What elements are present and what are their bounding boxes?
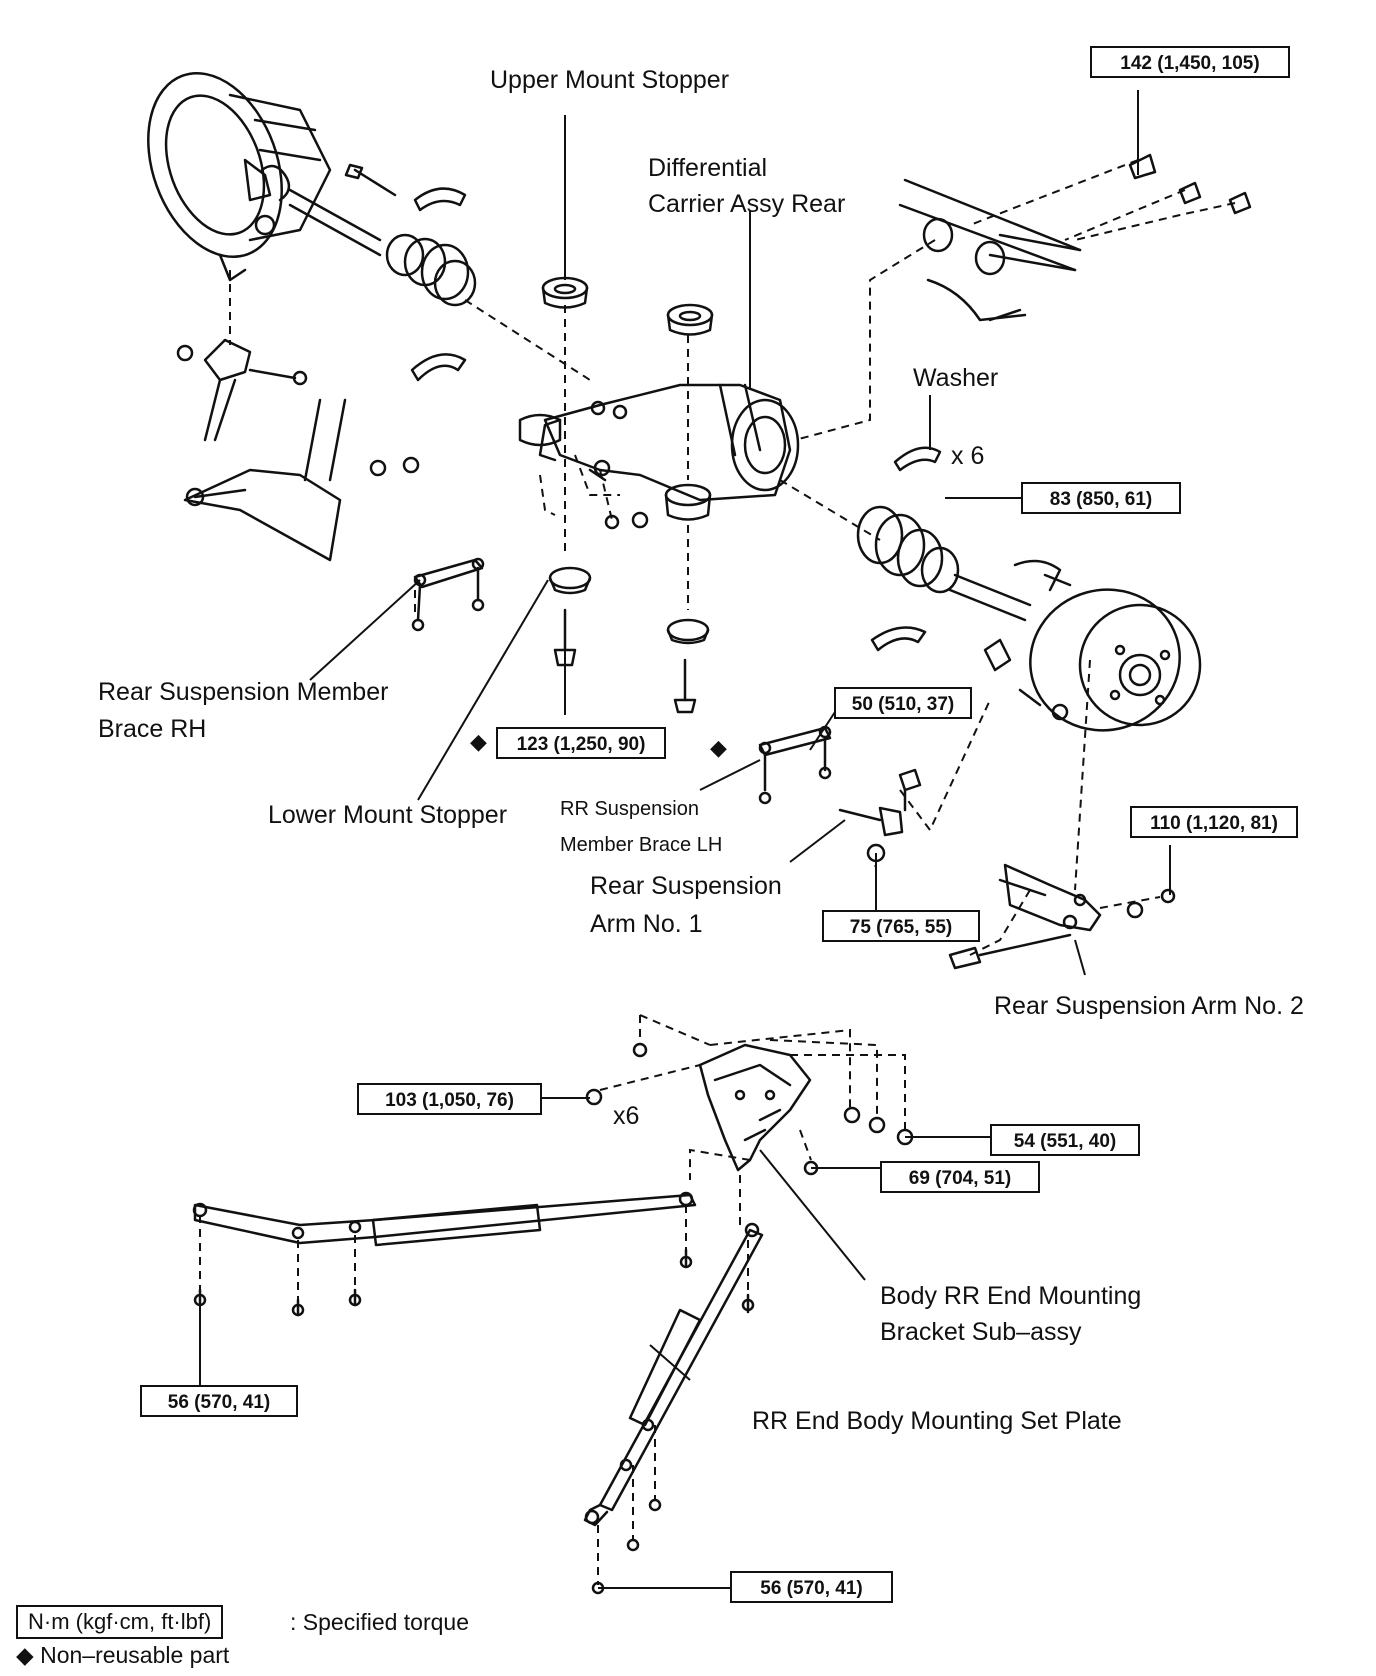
- torque-142: 142 (1,450, 105): [1090, 46, 1290, 78]
- washer-part: [893, 446, 942, 472]
- long-brace: [192, 1191, 697, 1247]
- label-rear-susp-arm-no2: Rear Suspension Arm No. 2: [994, 992, 1304, 1020]
- lower-mount-stopper-part: [548, 566, 710, 645]
- differential-carrier: [518, 383, 800, 530]
- rr-end-body-mounting-set-plate-part: [583, 1222, 764, 1527]
- label-washer-qty: x 6: [951, 442, 985, 470]
- left-hub-assembly: [147, 71, 332, 282]
- torque-75: 75 (765, 55): [822, 910, 980, 942]
- lower-clamp-right: [870, 626, 927, 652]
- label-lower-mount-stopper: Lower Mount Stopper: [268, 801, 508, 829]
- label-body-rr-end-bracket-line1: Body RR End Mounting: [880, 1282, 1142, 1310]
- right-drive-shaft: [856, 505, 1032, 622]
- torque-103: 103 (1,050, 76): [357, 1083, 542, 1115]
- non-reusable-mark-123: ◆: [470, 730, 487, 755]
- non-reusable-mark-bolt: ◆: [710, 736, 727, 761]
- rr-suspension-member-brace-lh-part: [758, 725, 832, 805]
- torque-54: 54 (551, 40): [990, 1124, 1140, 1156]
- label-rear-susp-arm-no1-line2: Arm No. 1: [590, 910, 703, 938]
- label-rear-susp-arm-no1-line1: Rear Suspension: [590, 872, 782, 900]
- torque-83: 83 (850, 61): [1021, 482, 1181, 514]
- small-bolts: [193, 1248, 755, 1595]
- right-hub-assembly: [983, 559, 1202, 732]
- label-differential-line1: Differential: [648, 154, 768, 182]
- torque-56-left: 56 (570, 41): [140, 1385, 298, 1417]
- legend-non-reusable: ◆ Non–reusable part: [16, 1642, 230, 1668]
- left-lower-arm: [183, 398, 347, 562]
- upper-clamp: [413, 187, 467, 212]
- label-differential-line2: Carrier Assy Rear: [648, 190, 846, 218]
- torque-50: 50 (510, 37): [834, 687, 972, 719]
- left-lower-knuckle: [176, 338, 420, 477]
- torque-56-bottom: 56 (570, 41): [730, 1571, 893, 1603]
- label-washer: Washer: [913, 364, 999, 392]
- upper-mount-stopper-left: [541, 276, 589, 309]
- lower-clamp-left: [410, 353, 467, 382]
- rear-suspension-arm-no1-part: [838, 768, 922, 863]
- label-body-rr-end-bracket-line2: Bracket Sub–assy: [880, 1318, 1082, 1346]
- label-rr-susp-member-brace-lh-line2: Member Brace LH: [560, 834, 723, 856]
- upper-mount-stopper-right: [666, 303, 714, 336]
- body-rr-end-bracket-part: [698, 1043, 812, 1172]
- torque-69: 69 (704, 51): [880, 1161, 1040, 1193]
- legend-torque-desc: : Specified torque: [290, 1609, 470, 1635]
- label-upper-mount-stopper: Upper Mount Stopper: [490, 66, 730, 94]
- crossmember-top-right: [898, 178, 1082, 322]
- long-bolts: [553, 608, 697, 714]
- legend-torque-units: N·m (kgf·cm, ft·lbf): [16, 1605, 224, 1639]
- rear-suspension-arm-no2-part: [948, 863, 1176, 970]
- label-rr-end-body-set-plate: RR End Body Mounting Set Plate: [752, 1407, 1122, 1435]
- left-drive-shaft: [243, 158, 477, 307]
- rear-suspension-member-brace-rh-part: [411, 557, 485, 632]
- torque-123: 123 (1,250, 90): [496, 727, 666, 759]
- torque-110: 110 (1,120, 81): [1130, 806, 1298, 838]
- label-rear-susp-member-brace-rh-line2: Brace RH: [98, 715, 207, 743]
- label-rr-susp-member-brace-lh-line1: RR Suspension: [560, 798, 699, 820]
- label-rear-susp-member-brace-rh-line1: Rear Suspension Member: [98, 678, 389, 706]
- label-bracket-qty: x6: [613, 1102, 640, 1130]
